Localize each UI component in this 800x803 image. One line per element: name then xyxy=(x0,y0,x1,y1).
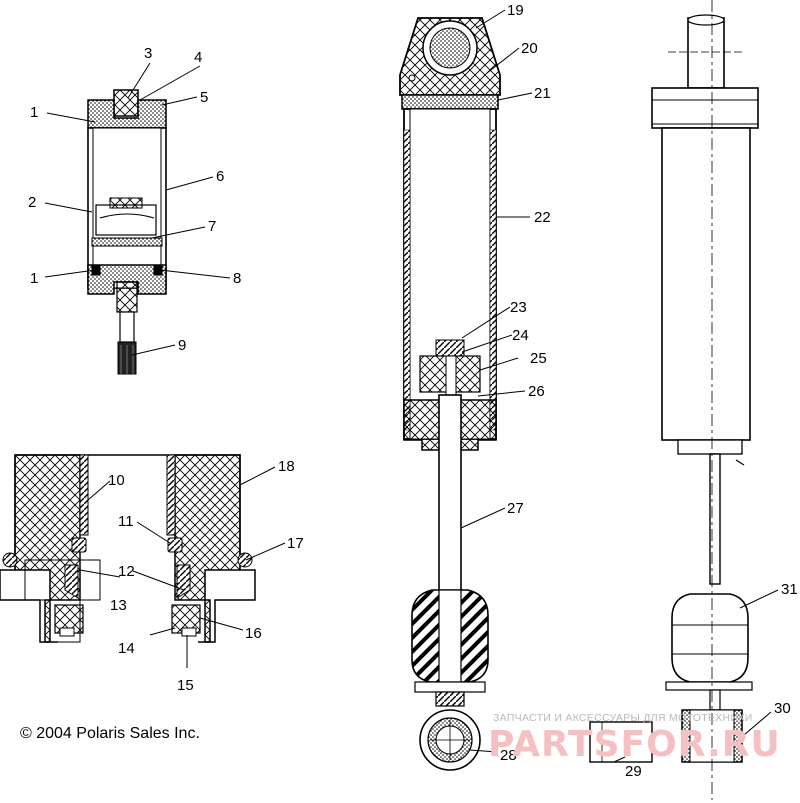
callout-label: 9 xyxy=(178,337,186,354)
callout-label: 3 xyxy=(144,45,152,62)
callout-label: 16 xyxy=(245,625,262,642)
callout-label: 17 xyxy=(287,535,304,552)
callout-label: 28 xyxy=(500,747,517,764)
callout-label: 27 xyxy=(507,500,524,517)
callout-label: 15 xyxy=(177,677,194,694)
leader-lines xyxy=(44,9,779,763)
callout-label: 21 xyxy=(534,85,551,102)
callout-label: 12 xyxy=(118,563,135,580)
callout-label: 29 xyxy=(625,763,642,780)
callout-label: 2 xyxy=(28,194,36,211)
watermark-tagline: ЗАПЧАСТИ И АКСЕССУАРЫ ДЛЯ МОТОТЕХНИКИ xyxy=(493,712,753,724)
callout-label: 1 xyxy=(30,270,38,287)
main-shock-cutaway xyxy=(399,17,501,771)
watermark: ЗАПЧАСТИ И АКСЕССУАРЫ ДЛЯ МОТОТЕХНИКИ PA… xyxy=(488,712,781,765)
callout-label: 6 xyxy=(216,168,224,185)
callout-label: 19 xyxy=(507,2,524,19)
callout-label: 7 xyxy=(208,218,216,235)
callout-label: 18 xyxy=(278,458,295,475)
watermark-brand: PARTSFOR.RU xyxy=(488,724,781,765)
spacer-part xyxy=(589,721,653,763)
reservoir-assembly xyxy=(87,89,167,375)
callout-label: 22 xyxy=(534,209,551,226)
callout-label: 8 xyxy=(233,270,241,287)
callout-label: 30 xyxy=(774,700,791,717)
copyright-notice: © 2004 Polaris Sales Inc. xyxy=(20,725,200,742)
callout-label: 1 xyxy=(30,104,38,121)
callout-label: 10 xyxy=(108,472,125,489)
callout-label: 23 xyxy=(510,299,527,316)
callout-label: 4 xyxy=(194,49,202,66)
callout-label: 5 xyxy=(200,89,208,106)
callout-label: 26 xyxy=(528,383,545,400)
callout-label: 25 xyxy=(530,350,547,367)
callout-label: 24 xyxy=(512,327,529,344)
seal-head-cutaway-detail xyxy=(0,454,256,643)
callout-label: 13 xyxy=(110,597,127,614)
part-callouts: 1 2 3 4 5 6 7 1 8 9 10 11 12 13 14 15 16… xyxy=(28,2,798,780)
callout-label: 20 xyxy=(521,40,538,57)
callout-label: 11 xyxy=(118,513,134,530)
callout-label: 14 xyxy=(118,640,135,657)
assembled-shock-view xyxy=(651,0,759,800)
callout-label: 31 xyxy=(781,581,798,598)
